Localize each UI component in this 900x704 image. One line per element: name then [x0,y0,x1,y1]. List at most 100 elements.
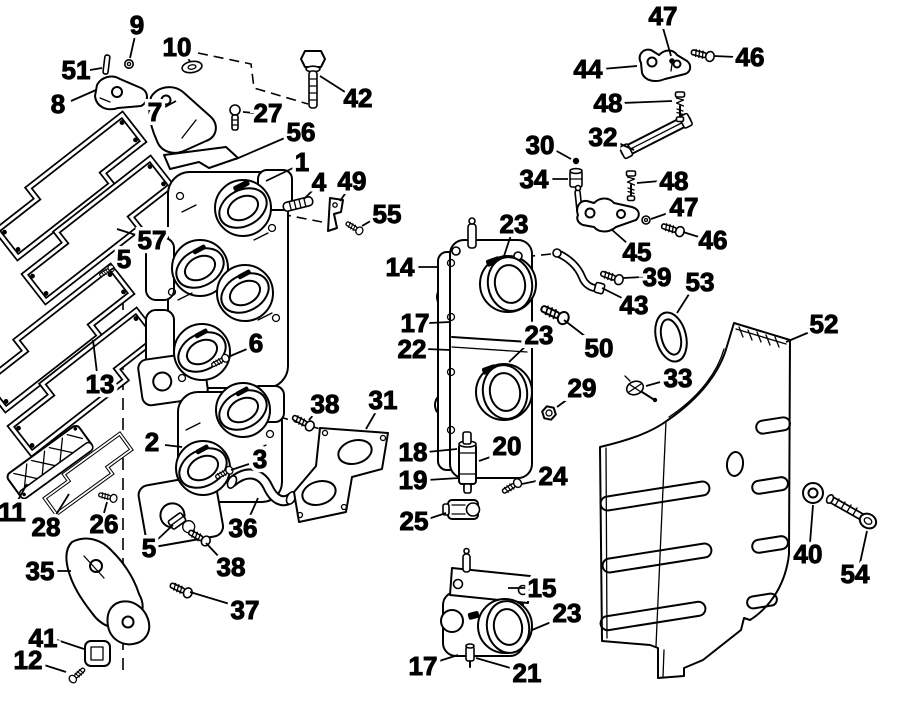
callout-leader-30-22 [552,148,572,160]
callout-label-56-7: 56 [287,117,316,147]
callout-label-29-38: 29 [568,373,597,403]
callout-halo-53-35: 53 [686,267,715,297]
callout-label-55-11: 55 [373,199,402,229]
callout-halo-14-16: 14 [386,252,415,282]
callout-halo-43-34: 43 [620,290,649,320]
callout-leader-38-40 [308,411,317,421]
callout-label-26-51: 26 [90,509,119,539]
callout-leader-57-12 [116,228,140,237]
callout-halo-1-8: 1 [295,147,309,177]
callout-leader-19-48 [426,477,460,481]
bracket-49 [327,197,344,232]
callout-leader-23-17 [503,234,512,257]
screw-46-lower [659,220,687,239]
callout-halo-5-44: 5 [142,533,156,563]
callout-halo-48-29: 48 [660,166,689,196]
callout-leader-8-3 [70,89,97,102]
callout-halo-10-1: 10 [163,32,192,62]
callout-halo-42-6: 42 [344,83,373,113]
callout-halo-41-56: 41 [29,623,58,653]
callout-label-48-29: 48 [660,166,689,196]
throttle-lever-43 [552,248,606,295]
callout-leader-55-11 [361,218,375,227]
callout-leader-28-52 [53,493,70,519]
callout-label-49-10: 49 [338,166,367,196]
callout-label-14-16: 14 [386,252,415,282]
callout-leader-48-29 [636,180,661,184]
callout-halo-17-60: 17 [409,651,438,681]
callout-label-39-33: 39 [643,262,672,292]
screw-27 [229,104,241,131]
callout-halo-29-38: 29 [568,373,597,403]
manifold-adapter-2 [137,382,285,548]
callout-label-35-54: 35 [26,556,55,586]
callout-halo-34-23: 34 [520,164,549,194]
screw-24 [499,476,524,497]
callout-label-48-25: 48 [594,88,623,118]
callout-label-6-15: 6 [249,328,263,358]
callout-leader-23-20 [508,342,530,363]
callout-leader-25-50 [427,512,447,520]
callout-halo-24-49: 24 [539,461,568,491]
callout-leader-18-46 [426,448,458,453]
callout-label-53-35: 53 [686,267,715,297]
callout-leader-6-15 [227,348,248,358]
callout-label-57-12: 57 [138,225,167,255]
lever-arm-7 [148,86,217,154]
screw-37 [167,579,195,600]
callout-label-13-14: 13 [86,369,115,399]
callout-halo-51-2: 51 [62,55,91,85]
callout-halo-47-30: 47 [670,192,699,222]
callout-leader-4-9 [303,189,314,200]
callout-label-52-36: 52 [810,309,839,339]
callout-label-47-30: 47 [670,192,699,222]
callout-leader-56-7 [235,136,288,160]
callout-label-5-13: 5 [117,244,131,274]
callout-halo-33-37: 33 [664,363,693,393]
air-silencer-cover-52 [599,322,791,679]
callout-leader-3-42 [230,463,250,471]
callout-leader-37-55 [189,591,234,606]
callout-label-54-63: 54 [841,559,870,589]
reed-block-screw-26 [97,489,119,504]
callout-leader-52-36 [785,330,813,343]
callout-label-30-22: 30 [526,130,555,160]
callout-halo-25-50: 25 [400,506,429,536]
callout-label-17-18: 17 [401,308,430,338]
callout-leader-38-45 [205,542,222,560]
callout-label-4-9: 4 [312,167,327,197]
callout-halo-21-61: 21 [513,658,542,688]
callout-halo-12-57: 12 [14,645,43,675]
carb-gasket-31 [293,427,389,523]
callout-halo-19-48: 19 [399,465,428,495]
callout-leader-49-10 [339,190,348,202]
callout-label-18-46: 18 [399,437,428,467]
callout-label-34-23: 34 [520,164,549,194]
callout-halo-54-63: 54 [841,559,870,589]
callout-halo-18-46: 18 [399,437,428,467]
reed-block [6,424,138,517]
callout-halo-26-51: 26 [90,509,119,539]
screw-55 [343,218,365,237]
callout-label-12-57: 12 [14,645,43,675]
callout-leader-27-5 [242,111,256,114]
callout-leader-51-2 [89,67,103,71]
callout-halo-9-0: 9 [130,10,144,40]
callout-leader-12-57 [40,663,67,673]
callout-label-32-24: 32 [589,122,618,152]
callout-label-17-60: 17 [409,651,438,681]
callout-label-27-5: 27 [254,98,283,128]
callout-label-20-47: 20 [493,431,522,461]
callout-label-3-42: 3 [253,444,267,474]
callout-label-9-0: 9 [130,10,144,40]
callout-halo-38-45: 38 [217,552,246,582]
carburetor-assembly [434,217,537,493]
callout-label-23-20: 23 [525,320,554,350]
callout-label-22-19: 22 [398,334,427,364]
pin-47-upper [669,58,675,72]
callout-leader-2-41 [164,444,183,448]
callout-leader-20-47 [478,453,500,462]
plate-56 [163,146,239,170]
callout-halo-56-7: 56 [287,117,316,147]
